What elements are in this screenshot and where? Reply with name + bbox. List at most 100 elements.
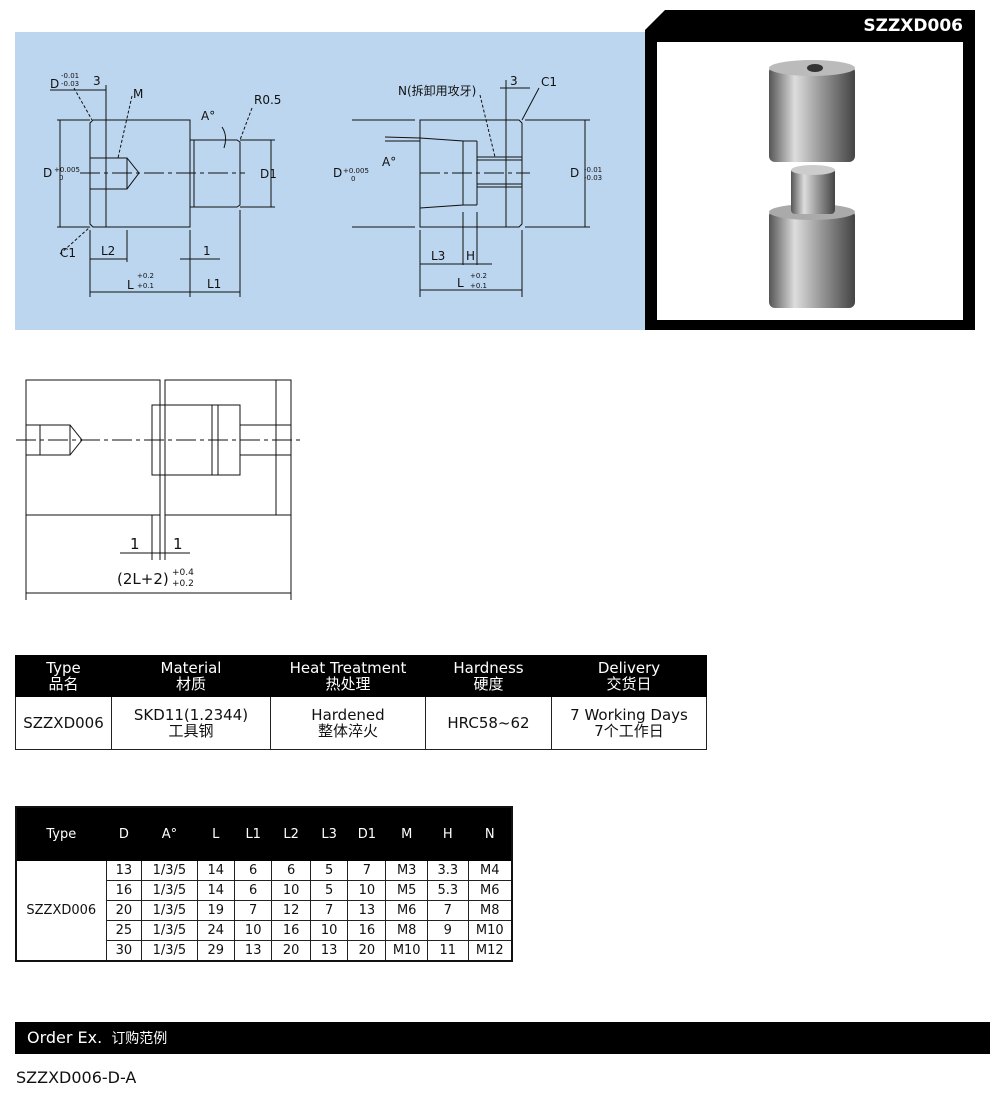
label: D (333, 166, 342, 180)
label: 1 (130, 535, 140, 553)
product-image (769, 60, 855, 308)
header-7: D1 (347, 806, 387, 861)
table-cell: M3 (385, 860, 429, 881)
header-8: M (385, 806, 429, 861)
cell-type: SZZXD006 (15, 696, 112, 750)
table-cell: 10 (309, 920, 349, 941)
table-cell: 10 (347, 880, 387, 901)
table-cell: 14 (196, 880, 235, 901)
label: 0 (59, 174, 63, 182)
order-title: Order Ex. (27, 1028, 103, 1047)
technical-drawings: D -0.01 -0.03 3 M R0.5 A° D +0.005 0 D1 … (16, 72, 602, 600)
table-cell: 13 (105, 860, 143, 881)
header-0: Type (15, 806, 107, 861)
table-cell: 5 (309, 860, 349, 881)
label: 1 (203, 244, 211, 258)
label: -0.01 (584, 166, 602, 174)
label: -0.03 (584, 174, 602, 182)
table-cell: M6 (385, 900, 429, 921)
product-photo-frame: SZZXD006 (645, 10, 975, 330)
table-cell: 12 (271, 900, 311, 921)
label: -0.03 (61, 80, 79, 88)
label: N(拆卸用攻牙) (398, 83, 476, 98)
table-cell: 5 (309, 880, 349, 901)
table-cell: 16 (105, 880, 143, 901)
assembly-die (164, 379, 292, 516)
table-cell: 29 (196, 940, 235, 962)
order-example-bar: Order Ex. 订购范例 (15, 1022, 990, 1054)
table-cell: 3.3 (427, 860, 469, 881)
header-4: L1 (233, 806, 273, 861)
table-cell: 19 (196, 900, 235, 921)
header-3: L (196, 806, 235, 861)
label: D1 (260, 167, 277, 181)
table-cell: 1/3/5 (141, 860, 198, 881)
table-cell: 7 (233, 900, 273, 921)
cell-hardness: HRC58~62 (425, 696, 552, 750)
table-cell: 13 (309, 940, 349, 962)
label: +0.1 (137, 282, 154, 290)
label: L (457, 276, 464, 290)
table-cell: 1/3/5 (141, 920, 198, 941)
header-9: H (427, 806, 469, 861)
table-cell: 1/3/5 (141, 880, 198, 901)
table-cell: 6 (233, 880, 273, 901)
table-cell: 10 (271, 880, 311, 901)
label: +0.005 (343, 167, 369, 175)
table-cell: 13 (233, 940, 273, 962)
order-example: SZZXD006-D-A (16, 1068, 137, 1087)
table-cell: 20 (347, 940, 387, 962)
label: L (127, 278, 134, 292)
label: A° (382, 155, 396, 169)
table-cell: 10 (233, 920, 273, 941)
label: 3 (93, 74, 101, 88)
label: -0.01 (61, 72, 79, 80)
header-10: N (467, 806, 513, 861)
assembly-punch (25, 379, 161, 516)
label: 0 (351, 175, 355, 183)
label: R0.5 (254, 93, 281, 107)
table-cell: 1/3/5 (141, 900, 198, 921)
label: C1 (541, 75, 557, 89)
table-cell: 11 (427, 940, 469, 962)
label: (2L+2) (117, 570, 169, 588)
header-2: A° (141, 806, 198, 861)
type-cell: SZZXD006 (15, 860, 107, 962)
table-cell: 30 (105, 940, 143, 962)
table-cell: 9 (427, 920, 469, 941)
table-cell: 6 (233, 860, 273, 881)
die-body (419, 119, 523, 228)
label: D (570, 166, 579, 180)
table-cell: 7 (427, 900, 469, 921)
header-6: L3 (309, 806, 349, 861)
table-cell: M6 (467, 880, 513, 901)
label: 3 (510, 74, 518, 88)
table-cell: 16 (347, 920, 387, 941)
table-cell: 7 (309, 900, 349, 921)
table-cell: M8 (385, 920, 429, 941)
table-cell: M10 (467, 920, 513, 941)
product-photo (657, 42, 963, 320)
table-cell: 7 (347, 860, 387, 881)
label: +0.1 (470, 282, 487, 290)
table-cell: 16 (271, 920, 311, 941)
table-cell: M10 (385, 940, 429, 962)
table-cell: 6 (271, 860, 311, 881)
label: +0.2 (137, 272, 154, 280)
label: L3 (431, 249, 445, 263)
label: +0.005 (54, 166, 80, 174)
order-title-cn: 订购范例 (111, 1031, 168, 1047)
